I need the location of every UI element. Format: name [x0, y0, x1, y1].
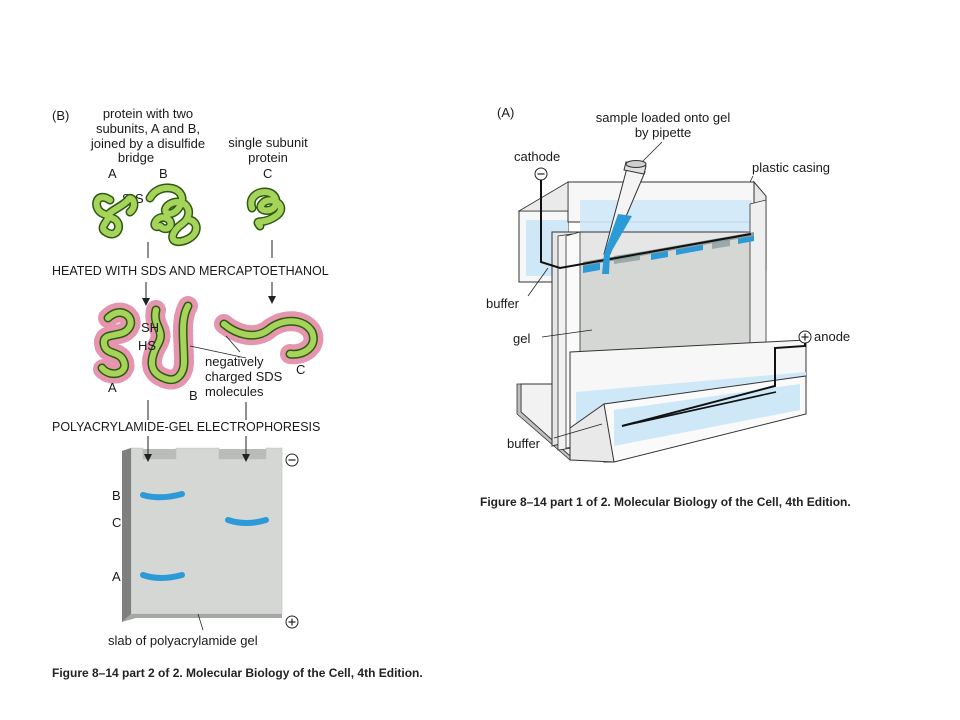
two-subunit-line-2: subunits, A and B, — [96, 121, 200, 136]
band-label-b: B — [112, 488, 121, 503]
buffer-top-pointer — [527, 267, 549, 297]
two-subunit-line-4: bridge — [118, 150, 154, 165]
two-subunit-line-3: joined by a disulfide — [90, 136, 205, 151]
hs-label: HS — [138, 338, 156, 353]
sample-label-line-2: by pipette — [635, 125, 691, 140]
plastic-casing-label: plastic casing — [752, 160, 830, 175]
buffer-top-label: buffer — [486, 296, 520, 311]
band-a — [140, 572, 185, 581]
gel-lane-arrow-left — [144, 436, 152, 462]
cathode-wire — [540, 180, 752, 270]
gel-lane-arrow-right — [242, 436, 250, 462]
folded-label-b: B — [159, 166, 168, 181]
sh-label: SH — [141, 320, 159, 335]
folded-protein-b — [145, 183, 201, 246]
panel-b-caption: Figure 8–14 part 2 of 2. Molecular Biolo… — [52, 666, 423, 680]
denatured-protein-c — [214, 311, 324, 365]
folded-label-c: C — [263, 166, 272, 181]
slab-pointer — [197, 613, 204, 631]
band-label-a: A — [112, 569, 121, 584]
denatured-label-c: C — [296, 362, 305, 377]
single-subunit-line-2: protein — [248, 150, 288, 165]
single-subunit-heading: single subunit protein — [228, 135, 308, 165]
panel-a: (A) sample loaded onto gel by pipette ca… — [480, 105, 851, 509]
anode-symbol — [798, 330, 812, 344]
heat-step-label: HEATED WITH SDS AND MERCAPTOETHANOL — [52, 264, 329, 278]
panel-a-tag: (A) — [497, 105, 514, 120]
two-subunit-line-1: protein with two — [103, 106, 193, 121]
gel-minus-symbol — [285, 453, 299, 467]
denatured-label-a: A — [108, 380, 117, 395]
gel-pointer — [541, 329, 593, 338]
denatured-label-b: B — [189, 388, 198, 403]
cathode-label: cathode — [514, 149, 560, 164]
panel-a-caption: Figure 8–14 part 1 of 2. Molecular Biolo… — [480, 495, 851, 509]
anode-label: anode — [814, 329, 850, 344]
gel-plus-symbol — [285, 615, 299, 629]
protein-bands — [140, 491, 269, 581]
sds-pointers — [189, 335, 247, 359]
arrow-denatured-right — [268, 282, 276, 304]
lower-buffer-tank — [569, 339, 807, 463]
denatured-protein-a — [92, 302, 141, 384]
sample-pointer — [639, 141, 663, 165]
sds-note-line-3: molecules — [205, 384, 264, 399]
slab-label: slab of polyacrylamide gel — [108, 633, 258, 648]
gel-step-label: POLYACRYLAMIDE-GEL ELECTROPHORESIS — [52, 420, 320, 434]
sds-note-line-2: charged SDS — [205, 369, 283, 384]
band-b — [140, 491, 185, 501]
panel-b: (B) protein with two subunits, A and B, … — [52, 106, 423, 680]
band-label-c: C — [112, 515, 121, 530]
arrow-denatured-left — [142, 282, 150, 306]
band-c — [225, 517, 269, 526]
buffer-bottom-label: buffer — [507, 436, 541, 451]
gel-label: gel — [513, 331, 530, 346]
gel-slab — [122, 447, 283, 622]
folded-label-a: A — [108, 166, 117, 181]
sample-label-line-1: sample loaded onto gel — [596, 110, 731, 125]
pipette — [602, 160, 647, 274]
two-subunit-heading: protein with two subunits, A and B, join… — [90, 106, 205, 165]
folded-protein-c — [246, 187, 286, 231]
single-subunit-line-1: single subunit — [228, 135, 308, 150]
cathode-symbol — [534, 167, 548, 181]
buffer-bottom-pointer — [553, 423, 603, 439]
sds-note-line-1: negatively — [205, 354, 264, 369]
panel-b-tag: (B) — [52, 108, 69, 123]
denatured-protein-b — [142, 296, 198, 390]
folded-protein-a — [92, 192, 139, 239]
